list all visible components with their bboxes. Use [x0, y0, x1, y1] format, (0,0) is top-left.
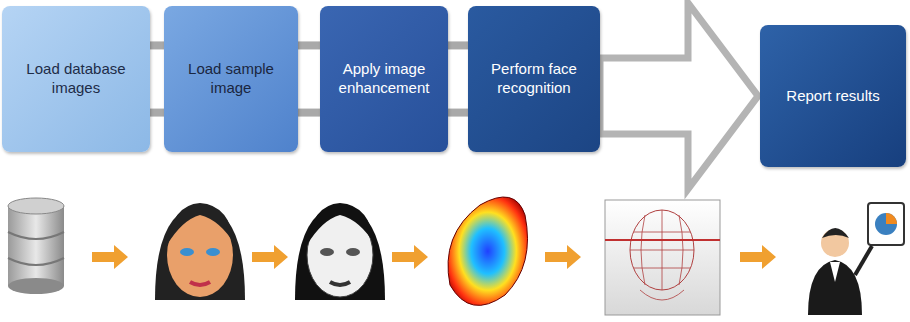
connector-bars — [448, 41, 468, 116]
depth-scan — [448, 197, 528, 305]
box-text: Load sample image — [172, 60, 290, 98]
box-label: Report results — [786, 87, 879, 106]
box-label: Apply image enhancement — [328, 60, 440, 98]
box-text: Apply image enhancement — [328, 60, 440, 98]
box-text: Perform face recognition — [476, 60, 592, 98]
wireframe-head — [605, 200, 720, 315]
hollow-arrow — [600, 3, 758, 189]
connector-bars — [298, 41, 320, 116]
sample-face — [155, 203, 245, 300]
connector-bars — [150, 41, 164, 116]
flow-arrows — [92, 245, 776, 269]
box-text: Load database images — [10, 60, 142, 98]
database-icon — [8, 198, 64, 294]
box-label: Load sample image — [172, 60, 290, 98]
process-box: Load database images — [2, 6, 150, 152]
box-label: Load database images — [10, 60, 142, 98]
process-box: Report results — [760, 25, 906, 167]
process-box: Perform face recognition — [468, 6, 600, 152]
box-text: Report results — [786, 87, 879, 106]
process-box: Apply image enhancement — [320, 6, 448, 152]
enhanced-face — [295, 203, 385, 300]
box-label: Perform face recognition — [476, 60, 592, 98]
presenter-icon — [808, 203, 904, 315]
process-box: Load sample image — [164, 6, 298, 152]
